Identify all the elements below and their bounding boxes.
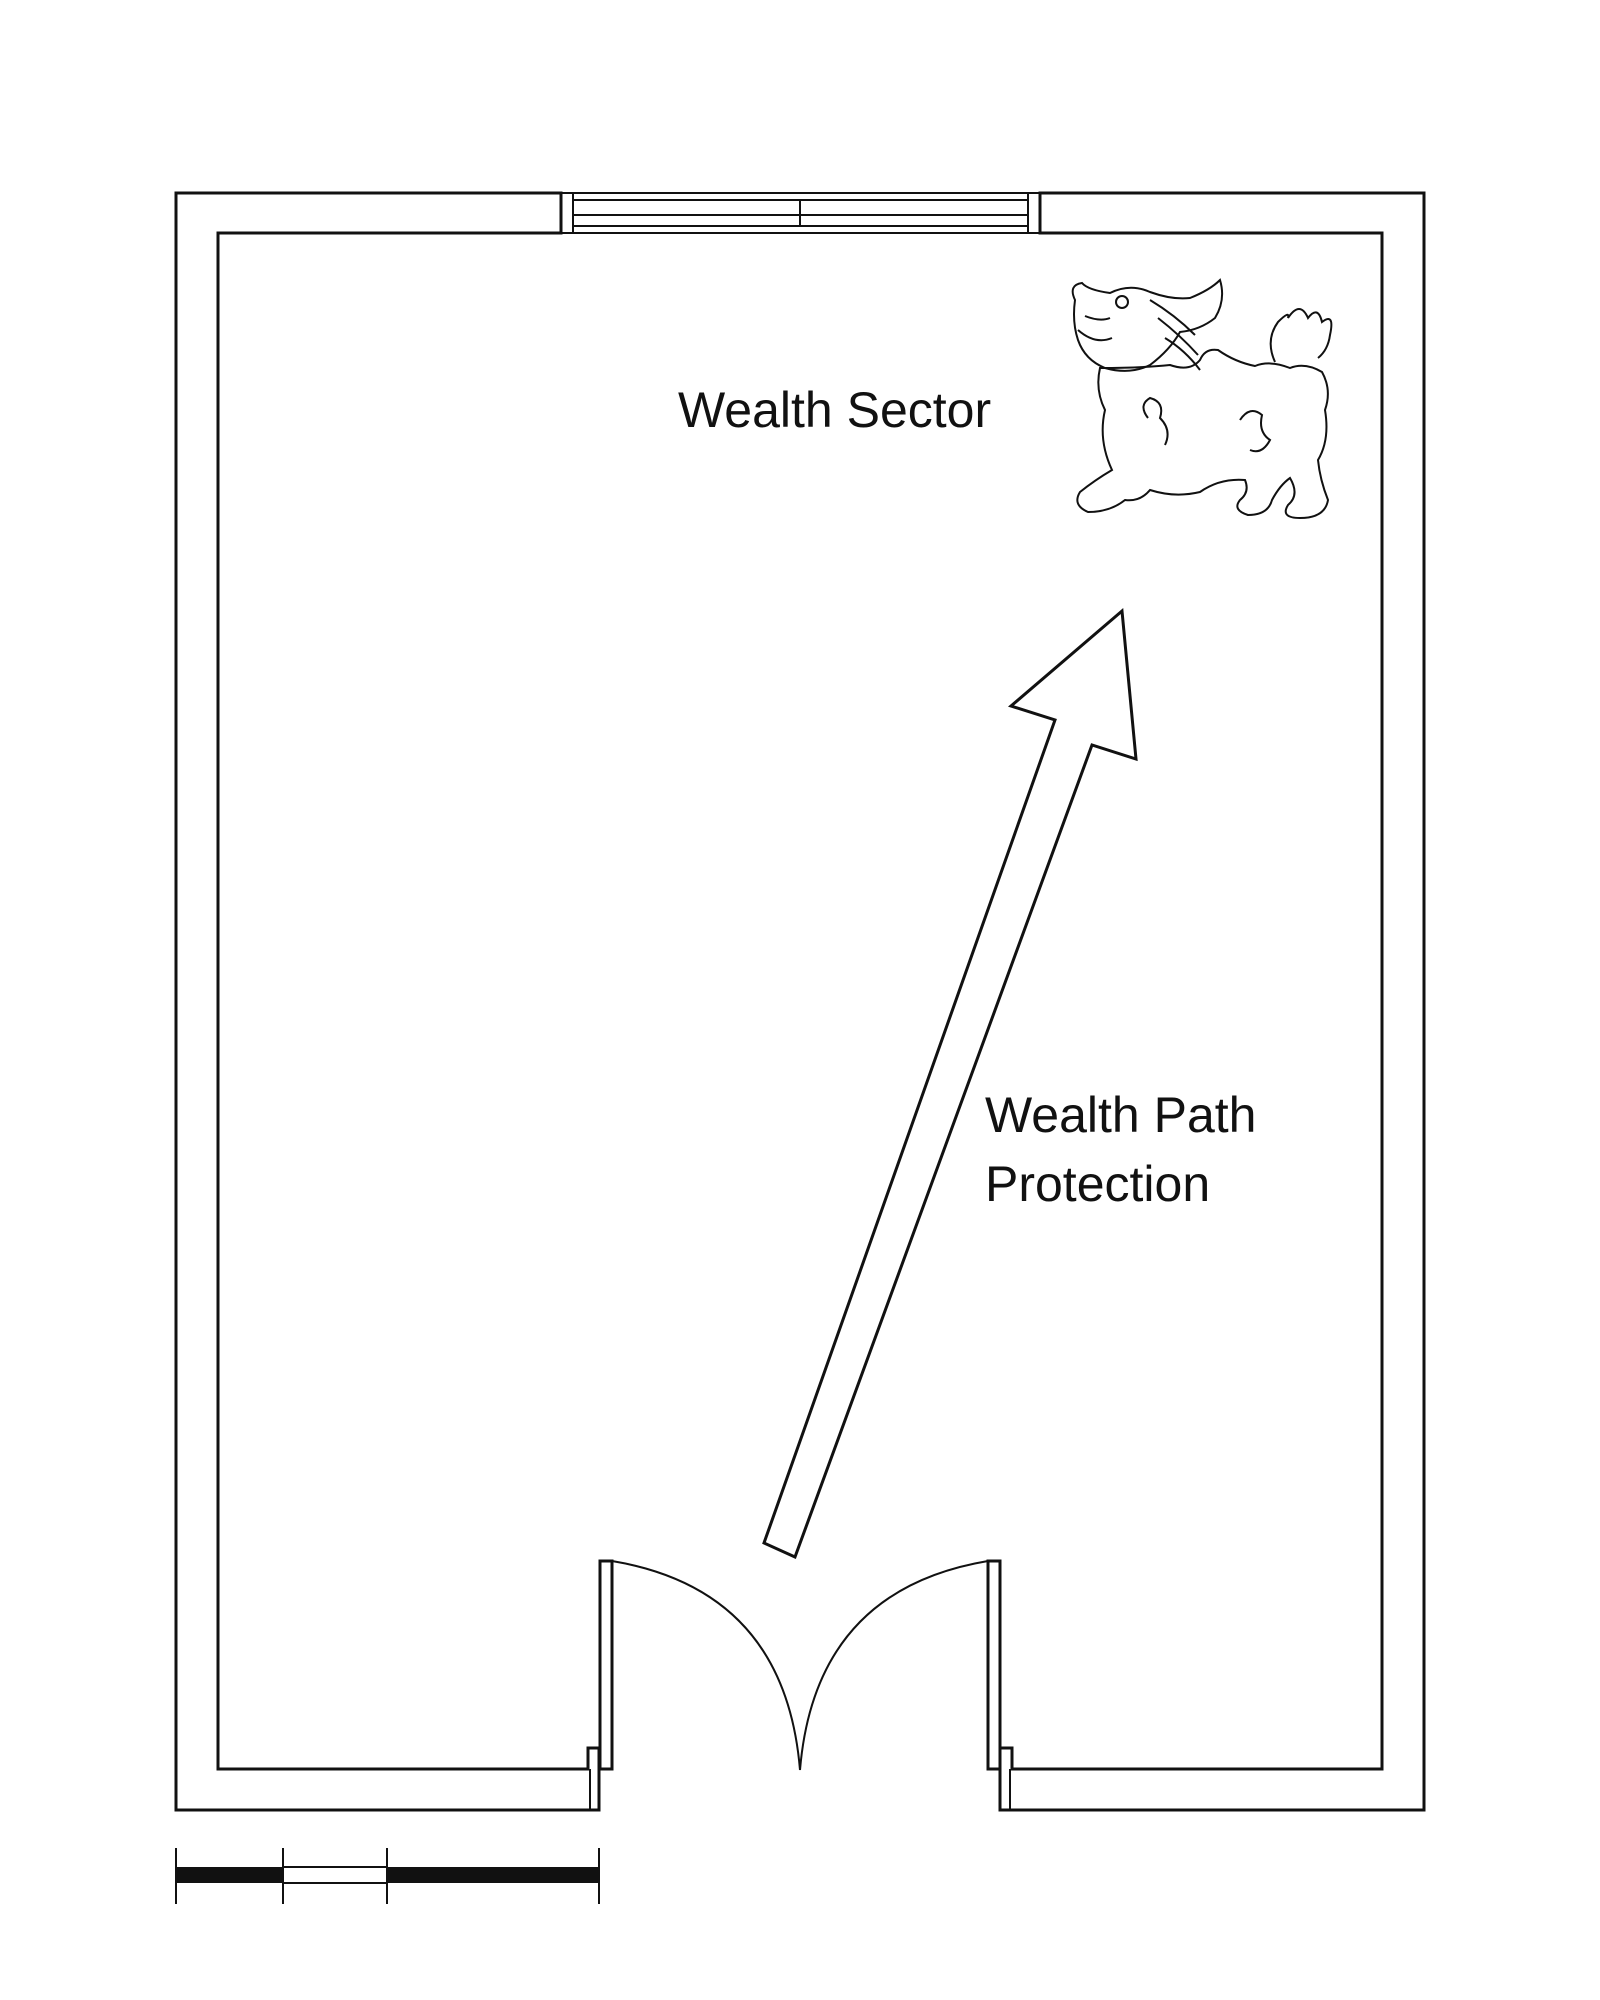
guardian-mane	[1149, 299, 1201, 371]
window	[560, 192, 1041, 234]
double-door	[598, 1559, 1002, 1771]
guardian-mouth	[1077, 315, 1113, 342]
walls	[174, 191, 1426, 1812]
direction-arrow-icon	[762, 607, 1138, 1560]
door-swing-left	[611, 1560, 801, 1771]
wall-right	[998, 191, 1426, 1812]
scale-bar-segment-2	[282, 1866, 388, 1884]
guardian-head	[1071, 278, 1224, 372]
window-frame	[560, 192, 1041, 234]
door-leaf-left	[598, 1559, 614, 1771]
scale-bar-segment-3	[387, 1867, 599, 1883]
guardian-body	[1076, 348, 1330, 520]
scale-bar	[175, 1848, 600, 1904]
guardian-eye	[1115, 295, 1129, 309]
wealth-path-label-line-2: Protection	[985, 1156, 1210, 1212]
guardian-swirl-1	[1142, 396, 1169, 446]
wealth-path-label-line-1: Wealth Path	[985, 1087, 1256, 1143]
scale-bar-segment-1	[176, 1867, 283, 1883]
pixiu-guardian-icon	[1071, 278, 1333, 520]
guardian-tail	[1269, 308, 1333, 363]
guardian-swirl-2	[1239, 410, 1272, 453]
door-swing-right	[799, 1560, 989, 1771]
wall-top-left	[174, 191, 601, 1812]
door-leaf-right	[986, 1559, 1002, 1771]
wealth-sector-label: Wealth Sector	[678, 382, 991, 438]
